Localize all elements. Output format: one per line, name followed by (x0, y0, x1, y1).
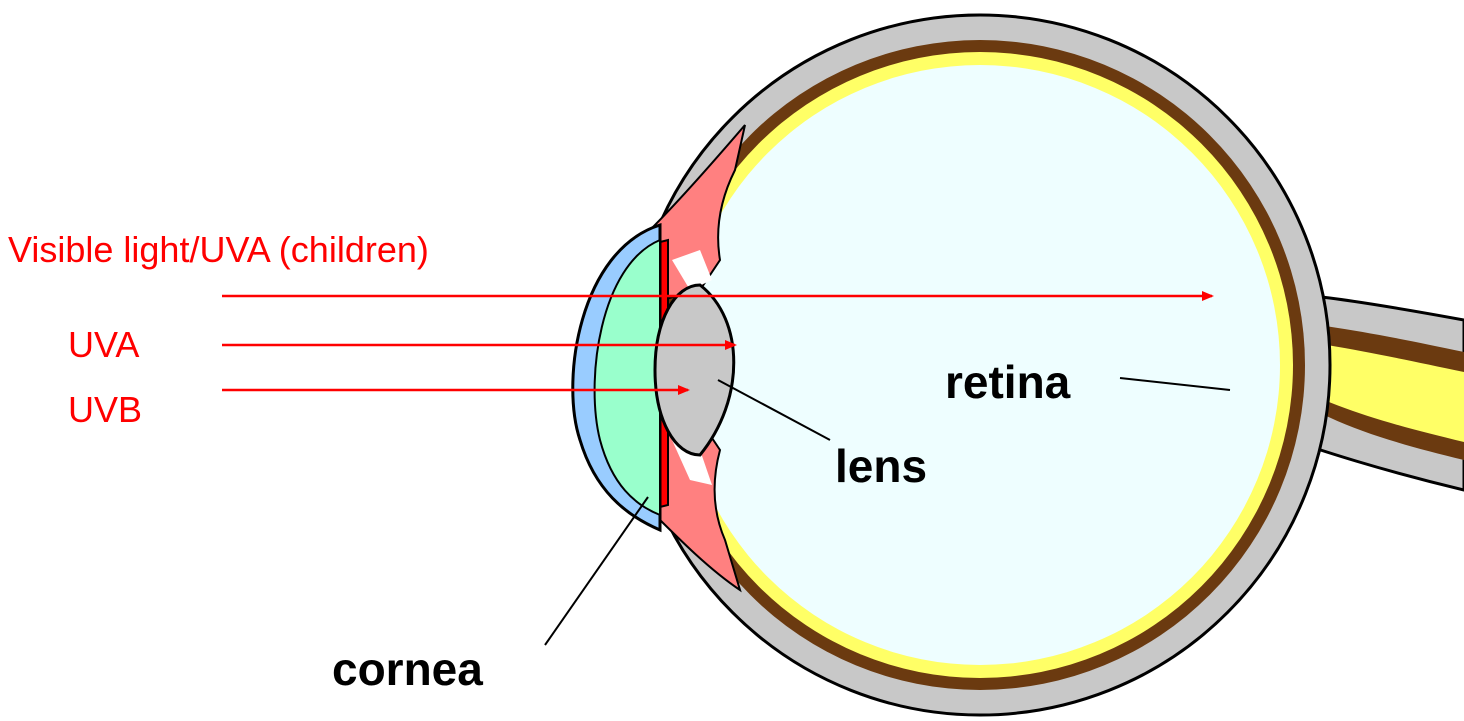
cornea-label: cornea (332, 643, 483, 695)
lens-label: lens (835, 440, 927, 492)
visible-light-label: Visible light/UVA (children) (8, 229, 429, 270)
uvb-label: UVB (68, 389, 142, 430)
uva-label: UVA (68, 324, 139, 365)
cornea-shape (573, 225, 660, 530)
retina-label: retina (945, 356, 1071, 408)
cornea-leader-line (545, 497, 648, 645)
